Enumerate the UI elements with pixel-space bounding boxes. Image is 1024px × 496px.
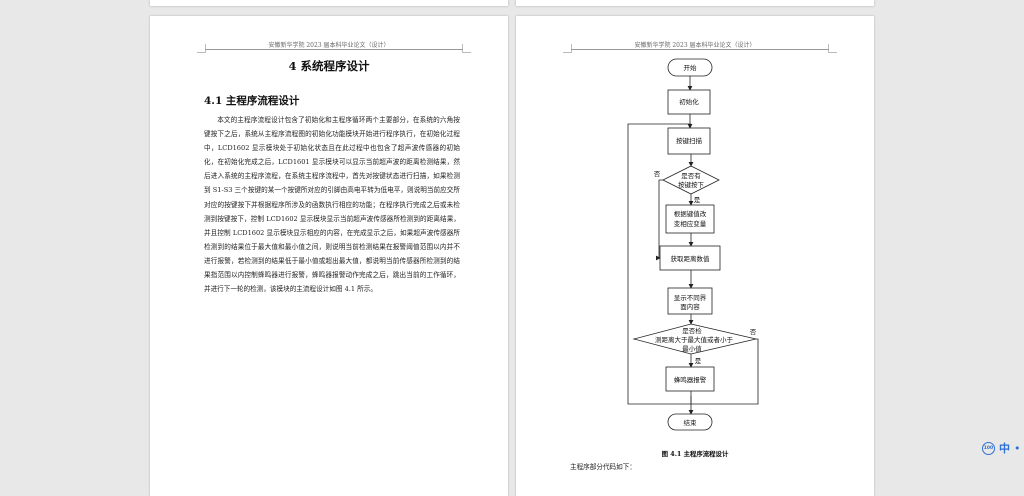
yes-label-2: 是 xyxy=(695,357,702,365)
crop-mark xyxy=(197,44,206,53)
yes-label-1: 是 xyxy=(694,196,701,204)
start-label: 开始 xyxy=(684,63,698,72)
previous-page-left xyxy=(150,0,508,6)
dec1-label-2: 按键按下 xyxy=(678,180,705,189)
alarm-label: 蜂鸣器报警 xyxy=(674,375,707,384)
change-label-1: 根据键值改 xyxy=(674,209,707,218)
alarm-box xyxy=(665,366,715,392)
header-rule xyxy=(205,49,463,50)
chapter-title: 4 系统程序设计 xyxy=(288,59,370,73)
document-page-right: 安徽新华学院 2023 届本科毕业论文（设计） xyxy=(516,16,874,496)
display-label-1: 显示不同界 xyxy=(674,294,707,302)
document-page-left: 安徽新华学院 2023 届本科毕业论文（设计） 4 系统程序设计 4.1 主程序… xyxy=(150,16,508,496)
dec2-label-1: 是否检 xyxy=(682,326,702,335)
dec1-label-1: 是否有 xyxy=(681,171,701,180)
figure-caption: 图 4.1 主程序流程设计 xyxy=(661,450,729,458)
crop-mark xyxy=(462,44,471,53)
end-label: 结束 xyxy=(684,418,698,427)
crop-mark xyxy=(563,44,572,53)
change-var-box xyxy=(665,204,715,234)
badge-icon[interactable]: 100 xyxy=(982,441,995,455)
get-distance-label: 获取距离数值 xyxy=(671,254,711,263)
main-program-flowchart: 开始 初始化 按键扫描 是否有 按键按下 根据键值改 变相应变量 获取距离数值 … xyxy=(627,58,759,431)
dec2-label-3: 最小值 xyxy=(682,344,702,353)
decision-key-pressed xyxy=(662,165,720,195)
display-box xyxy=(667,287,713,315)
language-toggle[interactable]: 中 xyxy=(999,442,1010,455)
get-distance-box xyxy=(659,245,721,271)
scan-box xyxy=(667,127,711,155)
page-header: 安徽新华学院 2023 届本科毕业论文（设计） xyxy=(268,42,390,49)
body-text-code-intro: 主程序部分代码如下： xyxy=(570,463,636,471)
page-header: 安徽新华学院 2023 届本科毕业论文（设计） xyxy=(634,42,756,49)
header-rule xyxy=(571,49,829,50)
change-label-2: 变相应变量 xyxy=(674,219,707,228)
more-icon[interactable]: • xyxy=(1014,441,1021,455)
dec2-label-2: 测距离大于最大值或者小于 xyxy=(655,335,734,344)
crop-mark xyxy=(828,44,837,53)
body-paragraph: 本文的主程序流程设计包含了初始化和主程序循环两个主要部分，在系统的六角按键按下之… xyxy=(204,116,460,294)
floating-toolbar[interactable]: 100 中 • xyxy=(982,440,1021,456)
no-label-2: 否 xyxy=(750,328,757,336)
display-label-2: 面内容 xyxy=(680,302,700,311)
section-title: 4.1 主程序流程设计 xyxy=(204,95,300,107)
scan-label: 按键扫描 xyxy=(676,136,703,145)
no-label-1: 否 xyxy=(654,170,661,178)
init-label: 初始化 xyxy=(679,97,699,106)
previous-page-right xyxy=(516,0,874,6)
